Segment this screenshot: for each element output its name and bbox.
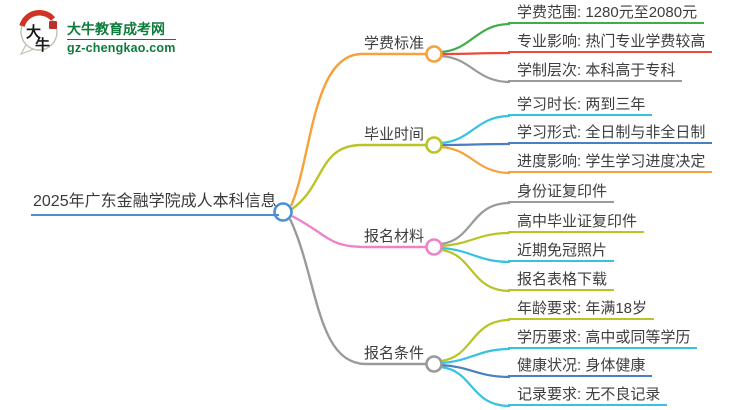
daniu-bubble-icon: 大 牛 bbox=[19, 10, 58, 56]
branch-graduation-time[interactable]: 毕业时间 bbox=[363, 126, 424, 143]
root-topic[interactable]: 2025年广东金融学院成人本科信息 bbox=[31, 191, 279, 216]
logo-domain: gz-chengkao.com bbox=[67, 39, 176, 55]
logo-text-block: 大牛教育成考网 gz-chengkao.com bbox=[67, 21, 176, 55]
branch-line-tuition bbox=[289, 52, 427, 207]
leaf-line-form-download bbox=[440, 248, 511, 293]
leaf-line-major-impact bbox=[440, 51, 511, 56]
leaf-line-age-requirement bbox=[440, 318, 511, 363]
subtopic-level-difference[interactable]: 学制层次: 本科高于专科 bbox=[508, 61, 683, 82]
leaf-line-photo bbox=[440, 246, 511, 264]
branch-line-conditions bbox=[288, 218, 427, 366]
subtopic-photo[interactable]: 近期免冠照片 bbox=[508, 241, 615, 262]
tuition-node-circle[interactable] bbox=[425, 45, 443, 63]
logo-char-1: 大 bbox=[26, 23, 41, 41]
leaf-line-study-form bbox=[440, 142, 511, 147]
subtopic-study-form[interactable]: 学习形式: 全日制与非全日制 bbox=[508, 123, 713, 144]
branch-registration-conditions[interactable]: 报名条件 bbox=[363, 345, 424, 362]
subtopic-progress-impact[interactable]: 进度影响: 学生学习进度决定 bbox=[508, 152, 713, 173]
subtopic-study-duration[interactable]: 学习时长: 两到三年 bbox=[508, 95, 653, 116]
root-node-circle[interactable] bbox=[273, 202, 293, 222]
subtopic-tuition-range[interactable]: 学费范围: 1280元至2080元 bbox=[508, 3, 705, 24]
leaf-line-record-requirement bbox=[440, 365, 511, 408]
seal-stamp-icon bbox=[49, 21, 57, 29]
leaf-line-diploma-copy bbox=[440, 231, 511, 248]
branch-tuition-standard[interactable]: 学费标准 bbox=[363, 35, 424, 52]
materials-node-circle[interactable] bbox=[425, 238, 443, 256]
logo-title: 大牛教育成考网 bbox=[67, 21, 165, 37]
subtopic-record-requirement[interactable]: 记录要求: 无不良记录 bbox=[508, 385, 668, 406]
leaf-line-progress-impact bbox=[440, 145, 511, 175]
subtopic-form-download[interactable]: 报名表格下载 bbox=[508, 270, 615, 291]
leaf-line-level-difference bbox=[440, 54, 511, 84]
subtopic-health-status[interactable]: 健康状况: 身体健康 bbox=[508, 356, 653, 377]
branch-line-materials bbox=[291, 214, 427, 249]
logo-char-2: 牛 bbox=[35, 36, 50, 54]
leaf-line-id-copy bbox=[440, 201, 511, 246]
graduation-node-circle[interactable] bbox=[425, 136, 443, 154]
branch-line-graduation bbox=[291, 143, 427, 210]
branch-registration-materials[interactable]: 报名材料 bbox=[363, 228, 424, 245]
subtopic-id-copy[interactable]: 身份证复印件 bbox=[508, 182, 615, 203]
subtopic-age-requirement[interactable]: 年龄要求: 年满18岁 bbox=[508, 299, 655, 320]
leaf-line-study-duration bbox=[440, 114, 511, 145]
conditions-node-circle[interactable] bbox=[425, 355, 443, 373]
subtopic-education-requirement[interactable]: 学历要求: 高中或同等学历 bbox=[508, 328, 698, 349]
subtopic-major-impact[interactable]: 专业影响: 热门专业学费较高 bbox=[508, 32, 713, 53]
leaf-line-education-requirement bbox=[440, 347, 511, 365]
subtopic-diploma-copy[interactable]: 高中毕业证复印件 bbox=[508, 212, 645, 233]
leaf-line-health-status bbox=[440, 363, 511, 379]
site-logo[interactable]: 大 牛 大牛教育成考网 gz-chengkao.com bbox=[18, 9, 176, 56]
leaf-line-tuition-range bbox=[440, 22, 511, 54]
